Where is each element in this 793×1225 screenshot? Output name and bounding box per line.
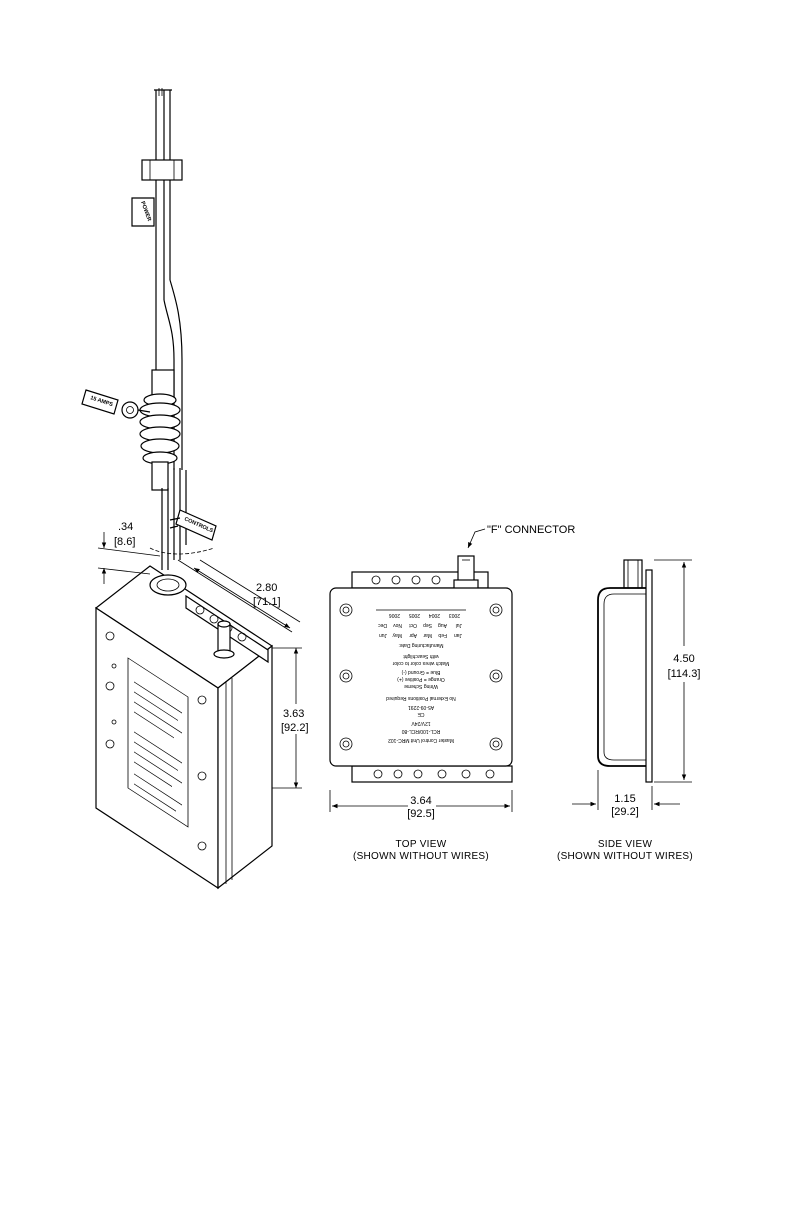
screw-icon [105, 631, 115, 641]
svg-text:2.80: 2.80 [256, 582, 277, 594]
top-f-connector [453, 555, 479, 591]
svg-text:[71.1]: [71.1] [253, 596, 281, 608]
svg-text:4.50: 4.50 [673, 653, 694, 665]
svg-text:[92.5]: [92.5] [407, 808, 435, 820]
wire-harness: POWER 15 AMPS [81, 88, 217, 570]
svg-text:[114.3]: [114.3] [668, 668, 701, 680]
top-view-caption: TOP VIEW [396, 839, 447, 850]
svg-text:[8.6]: [8.6] [114, 536, 135, 548]
svg-text:.34: .34 [118, 521, 133, 533]
svg-text:[92.2]: [92.2] [281, 722, 309, 734]
ferrite-core [139, 369, 181, 491]
svg-text:Sep: Sep [423, 622, 432, 628]
dim-thickness: .34 [8.6] [97, 521, 161, 584]
svg-text:Wiring Scheme: Wiring Scheme [404, 683, 438, 689]
svg-text:1.15: 1.15 [614, 793, 635, 805]
iso-housing [94, 565, 274, 890]
svg-text:3.63: 3.63 [283, 708, 304, 720]
isometric-view: POWER 15 AMPS [81, 88, 309, 890]
side-view-subcaption: (SHOWN WITHOUT WIRES) [557, 851, 693, 862]
housing-side-face [217, 644, 273, 890]
svg-text:Match wires color to color: Match wires color to color [392, 660, 449, 666]
svg-text:Nov: Nov [393, 622, 402, 628]
wire-clamp [141, 159, 183, 181]
svg-text:Blue = Ground (-): Blue = Ground (-) [401, 669, 440, 675]
svg-text:Jun: Jun [379, 632, 387, 638]
svg-text:Manufacturing Date:: Manufacturing Date: [398, 642, 443, 648]
svg-text:Master Control Unit MRC-102: Master Control Unit MRC-102 [388, 737, 454, 743]
svg-text:CE: CE [417, 711, 425, 717]
f-connector-callout: "F" CONNECTOR [487, 524, 575, 536]
svg-text:Oct: Oct [409, 622, 417, 628]
controls-tag: CONTROLS [169, 509, 217, 541]
led-icon [111, 663, 117, 669]
dim-side-depth: 1.15 [29.2] [572, 770, 680, 818]
screw-icon [197, 841, 207, 851]
svg-text:Aug: Aug [438, 622, 447, 628]
top-view-subcaption: (SHOWN WITHOUT WIRES) [353, 851, 489, 862]
svg-text:Jul: Jul [456, 622, 462, 628]
dim-height: 3.63 [92.2] [272, 647, 309, 789]
dim-width: 3.64 [92.5] [329, 790, 513, 820]
side-f-connector [623, 559, 643, 589]
top-view: "F" CONNECTOR [329, 524, 575, 862]
svg-text:2004: 2004 [429, 612, 440, 618]
unit-label: Master Control Unit MRC-102 RCL-100/RCL-… [376, 609, 466, 743]
svg-text:2003: 2003 [449, 612, 460, 618]
top-view-body [329, 587, 513, 767]
svg-text:3.64: 3.64 [410, 795, 431, 807]
svg-text:Dec: Dec [378, 622, 387, 628]
svg-text:RCL-100/RCL-80: RCL-100/RCL-80 [401, 728, 440, 734]
side-view: 4.50 [114.3] 1.15 [29.2] SIDE VIEW (SHOW… [557, 559, 701, 862]
svg-text:Feb: Feb [438, 632, 447, 638]
svg-text:with Searchlight: with Searchlight [403, 653, 439, 659]
svg-text:May: May [392, 632, 402, 638]
svg-text:[29.2]: [29.2] [611, 806, 639, 818]
side-view-caption: SIDE VIEW [598, 839, 653, 850]
svg-text:2006: 2006 [389, 612, 400, 618]
svg-text:No External Positions Required: No External Positions Required [386, 695, 456, 701]
svg-text:Jan: Jan [454, 632, 462, 638]
svg-text:2005: 2005 [409, 612, 420, 618]
screw-icon [197, 771, 207, 781]
screws [339, 603, 503, 751]
led-icon [111, 719, 117, 725]
svg-text:Apr: Apr [409, 632, 417, 638]
screw-icon [197, 695, 207, 705]
dim-depth: 2.80 [71.1] [177, 559, 301, 633]
amps-tag: 15 AMPS [81, 389, 151, 419]
svg-text:Orange = Positive (+): Orange = Positive (+) [397, 676, 445, 682]
power-tag: POWER [131, 197, 155, 227]
svg-text:12V/24V: 12V/24V [411, 720, 431, 726]
dim-side-height: 4.50 [114.3] [654, 559, 701, 783]
svg-text:Mar: Mar [423, 632, 432, 638]
screw-icon [105, 739, 115, 749]
svg-text:A5-09-2291: A5-09-2291 [408, 704, 434, 710]
screw-icon [105, 681, 115, 691]
